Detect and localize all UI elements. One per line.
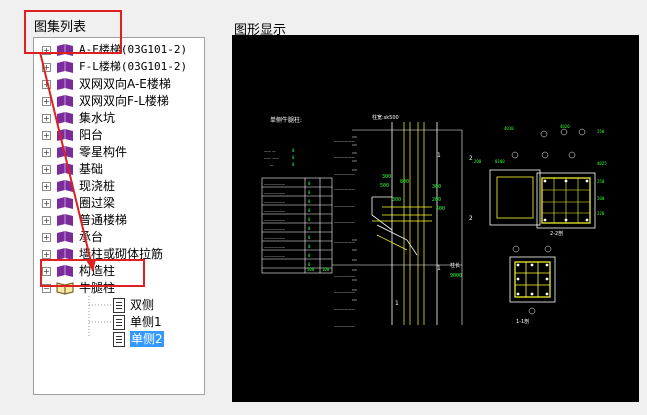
svg-text:0: 0 [308, 199, 311, 204]
svg-text:——————: —————— [264, 236, 286, 240]
svg-text:0: 0 [308, 226, 311, 231]
column-width-label: 柱宽:sk500 [372, 114, 399, 121]
svg-text:1: 1 [437, 265, 441, 272]
svg-text:——————: —————— [334, 290, 356, 294]
svg-text:220: 220 [597, 211, 605, 216]
svg-text:500: 500 [597, 196, 605, 201]
svg-text:250: 250 [597, 129, 605, 134]
svg-text:4010: 4010 [504, 126, 514, 131]
tree-item-label: 双网双向F-L楼梯 [79, 94, 169, 108]
svg-text:0: 0 [308, 235, 311, 240]
graphic-display-title: 图形显示 [234, 23, 287, 38]
svg-text:——————: —————— [264, 182, 286, 186]
drawing-title: 单侧牛腿柱: [270, 116, 302, 124]
tree-item-label: 墙柱或砌体拉筋 [79, 247, 164, 261]
svg-text:0: 0 [308, 190, 311, 195]
cad-drawing: 单侧牛腿柱: 0 0 0 0 0 0 0 0 0 0 —— — —— —— — —————— ———… [261, 114, 607, 328]
svg-text:—— —: —— — [264, 149, 276, 153]
svg-text:——————: —————— [264, 209, 286, 213]
svg-text:0100: 0100 [495, 159, 505, 164]
tree-child-single-side-1[interactable]: 单侧1 [34, 314, 204, 330]
svg-text:200: 200 [432, 197, 441, 203]
svg-text:0: 0 [292, 162, 295, 167]
svg-text:——————: —————— [264, 191, 286, 195]
svg-text:300: 300 [432, 184, 441, 190]
svg-text:200: 200 [474, 159, 482, 164]
section-2-2: 2-2剖 [489, 128, 596, 237]
collapse-icon[interactable]: − [42, 284, 51, 293]
svg-text:——————: —————— [334, 324, 356, 328]
atlas-tree[interactable]: + A-E楼梯(03G101-2) + F-L楼梯(03G101-2) + 双网… [33, 37, 205, 395]
tree-connector-lines [88, 296, 111, 338]
svg-text:0: 0 [308, 208, 311, 213]
svg-text:——————: —————— [264, 200, 286, 204]
svg-text:0: 0 [308, 217, 311, 222]
svg-text:800: 800 [400, 179, 409, 185]
tree-item-label: 牛腿柱 [79, 281, 116, 295]
svg-text:500: 500 [436, 206, 445, 212]
svg-text:0: 0 [308, 253, 311, 258]
svg-text:0: 0 [308, 244, 311, 249]
svg-text:2: 2 [469, 155, 473, 162]
tree-item-label: 双网双向A-E楼梯 [79, 77, 171, 91]
highlight-box-atlas-title [24, 10, 122, 54]
tree-child-single-side-2[interactable]: 单侧2 [34, 331, 204, 347]
svg-text:——————: —————— [334, 139, 356, 143]
section-1-1-label: 1-1剖 [516, 318, 529, 325]
svg-text:500: 500 [380, 183, 389, 189]
atlas-list-title: 图集列表 [34, 20, 87, 35]
svg-text:——————: —————— [264, 254, 286, 258]
column-elevation [371, 122, 438, 325]
svg-text:——————: —————— [334, 307, 356, 311]
svg-text:1: 1 [437, 152, 441, 159]
svg-text:——————: —————— [264, 218, 286, 222]
document-icon [113, 332, 125, 347]
highlight-box-corbel-column [40, 259, 145, 287]
section-2-2-label: 2-2剖 [550, 230, 563, 237]
svg-text:100: 100 [322, 267, 330, 272]
svg-text:—: — [270, 163, 274, 167]
svg-text:2: 2 [469, 215, 473, 222]
svg-text:0: 0 [292, 155, 295, 160]
svg-text:——————: —————— [264, 245, 286, 249]
svg-text:——————: —————— [334, 220, 356, 224]
svg-text:4025: 4025 [597, 161, 607, 166]
svg-text:1: 1 [395, 300, 399, 307]
svg-text:——————: —————— [334, 187, 356, 191]
svg-text:4020: 4020 [560, 124, 570, 129]
graphic-display-canvas[interactable]: 单侧牛腿柱: 0 0 0 0 0 0 0 0 0 0 —— — —— —— — —————— ———… [232, 35, 639, 402]
svg-text:——————: —————— [334, 155, 356, 159]
document-icon [113, 298, 125, 313]
tree-child-label: 单侧1 [130, 315, 162, 329]
svg-text:300: 300 [392, 197, 401, 203]
svg-text:——————: —————— [264, 227, 286, 231]
svg-text:——————: —————— [334, 274, 356, 278]
svg-text:0: 0 [292, 148, 295, 153]
svg-text:——————: —————— [334, 204, 356, 208]
column-length-label: 柱长 [450, 262, 460, 269]
tree-item-label: F-L楼梯(03G101-2) [79, 60, 188, 73]
svg-text:——————: —————— [334, 172, 356, 176]
document-icon [113, 315, 125, 330]
column-length-value: 9000 [450, 273, 462, 279]
tree-child-label: 双侧 [130, 298, 155, 312]
rebar-table [261, 177, 333, 274]
svg-text:0: 0 [308, 262, 311, 267]
svg-text:——————: —————— [334, 240, 356, 244]
svg-text:0: 0 [308, 181, 311, 186]
section-1-1: 1-1剖 [509, 245, 556, 325]
tree-child-label-selected: 单侧2 [130, 331, 164, 347]
svg-text:250: 250 [597, 179, 605, 184]
svg-text:300: 300 [382, 174, 391, 180]
tree-child-double-side[interactable]: 双侧 [34, 297, 204, 313]
svg-text:—— ——: —— —— [264, 156, 280, 160]
svg-text:500: 500 [307, 267, 315, 272]
